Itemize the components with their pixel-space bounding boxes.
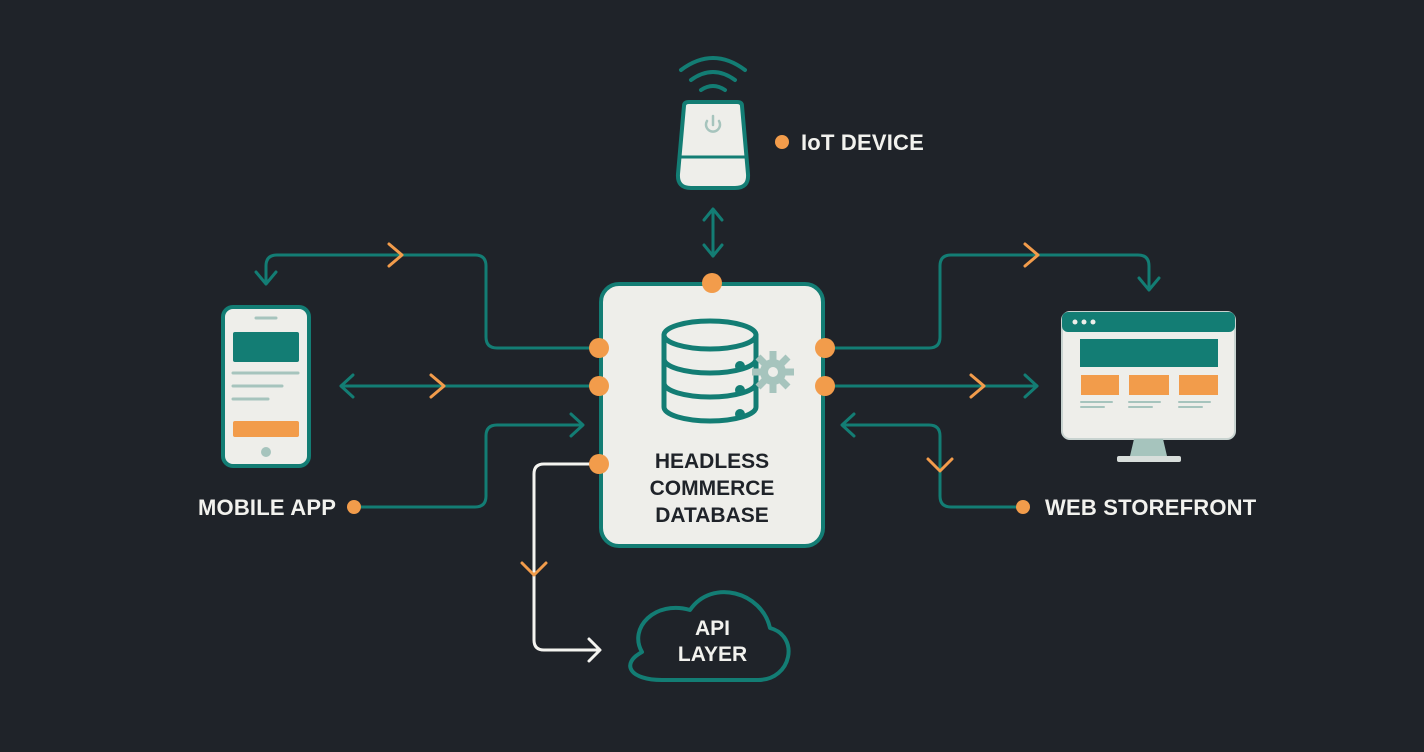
connection-dots <box>347 135 1030 514</box>
dot-iot-label <box>775 135 789 149</box>
connector-mobile-center-bottom <box>356 412 585 509</box>
dot-web-label <box>1016 500 1030 514</box>
dot-center-right-2 <box>815 376 835 396</box>
connector-center-web-middle <box>833 373 1039 399</box>
cloud-icon <box>628 590 791 682</box>
connector-center-api <box>520 462 602 663</box>
center-label-line-3: DATABASE <box>655 504 769 527</box>
api-label-line-2: LAYER <box>677 643 748 666</box>
desktop-monitor-icon <box>1061 311 1236 462</box>
center-node-label: HEADLESS COMMERCE DATABASE <box>603 448 821 529</box>
dot-center-left-3 <box>589 454 609 474</box>
connector-center-mobile-top <box>254 242 599 350</box>
center-label-line-1: HEADLESS <box>654 450 770 473</box>
smart-speaker-icon <box>675 56 751 190</box>
web-storefront-label: WEB STOREFRONT <box>1045 495 1257 520</box>
api-layer-label: API LAYER <box>650 616 775 668</box>
dot-mobile-label <box>347 500 361 514</box>
database-icon <box>661 318 759 424</box>
connector-center-iot <box>702 207 724 258</box>
smartphone-icon <box>221 305 311 468</box>
dot-center-right-1 <box>815 338 835 358</box>
connector-web-center-bottom <box>840 412 1024 509</box>
gear-icon <box>752 351 794 393</box>
api-label-line-1: API <box>694 617 730 640</box>
dot-center-left-2 <box>589 376 609 396</box>
connector-center-web-top <box>833 242 1161 350</box>
connector-center-mobile-middle <box>339 373 599 399</box>
dot-center-top <box>702 273 722 293</box>
mobile-app-label: MOBILE APP <box>198 495 337 520</box>
dot-center-left-1 <box>589 338 609 358</box>
iot-device-label: IoT DEVICE <box>801 130 925 155</box>
center-label-line-2: COMMERCE <box>649 477 775 500</box>
